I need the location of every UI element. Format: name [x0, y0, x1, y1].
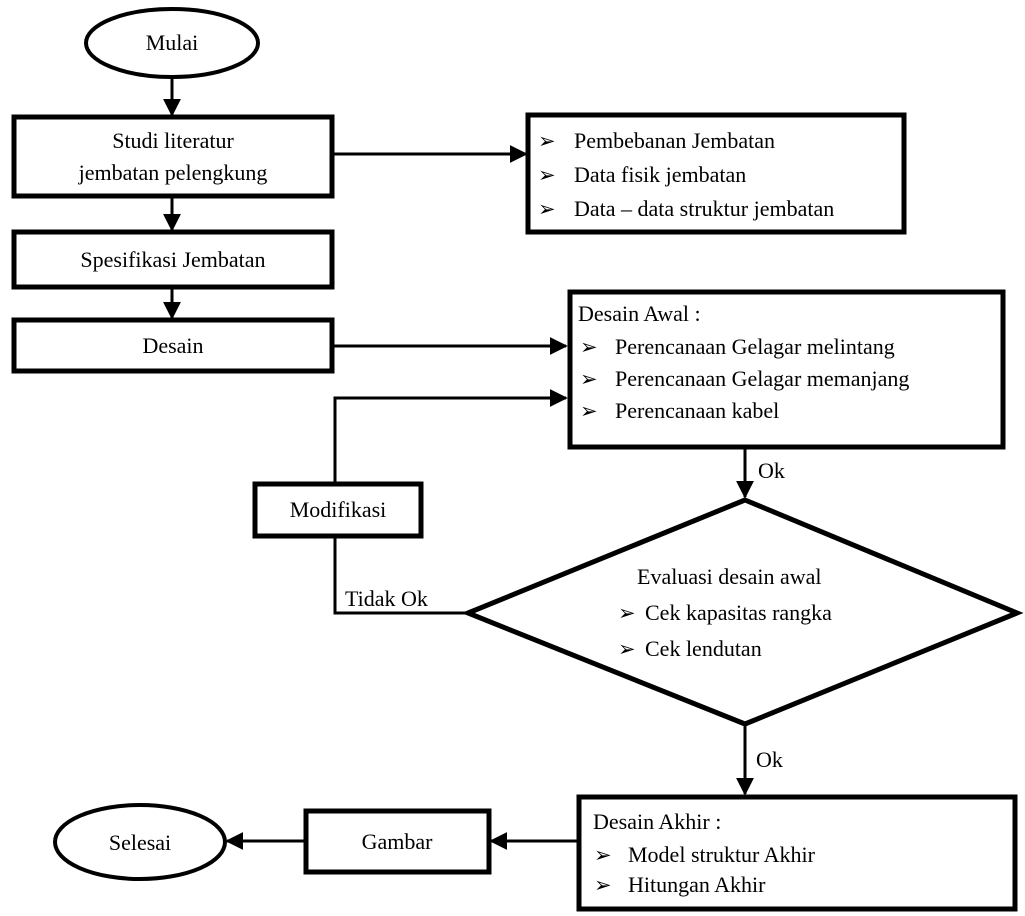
line-evaluation-to-modification — [333, 536, 468, 615]
final-design-title: Desain Akhir : — [593, 809, 721, 834]
literature-note-item: Data fisik jembatan — [574, 162, 746, 187]
literature-notes-box — [525, 112, 907, 235]
literature-note-bullet: ➢ — [538, 163, 556, 187]
modification-label: Modifikasi — [290, 497, 387, 522]
evaluation-bullet: ➢ — [618, 637, 636, 661]
bridge-spec-label: Spesifikasi Jembatan — [80, 247, 265, 272]
evaluation-item: Cek kapasitas rangka — [645, 600, 832, 625]
final-design-box — [576, 794, 1018, 912]
initial-design-item: Perencanaan kabel — [615, 398, 779, 423]
ok-label-evaluation: Ok — [756, 747, 783, 772]
design-box — [11, 317, 335, 374]
design-label: Desain — [142, 333, 203, 358]
initial-design-item: Perencanaan Gelagar memanjang — [615, 366, 909, 391]
not-ok-label: Tidak Ok — [345, 586, 428, 611]
drawing-label: Gambar — [362, 829, 434, 854]
final-design-bullet: ➢ — [594, 843, 612, 867]
initial-design-item: Perencanaan Gelagar melintang — [615, 334, 895, 359]
arrow-modification-to-initial — [333, 389, 568, 484]
ok-label-initial: Ok — [758, 458, 785, 483]
literature-label-line2: jembatan pelengkung — [78, 160, 268, 185]
start-label: Mulai — [146, 30, 199, 55]
initial-design-bullet: ➢ — [580, 335, 598, 359]
literature-study-box — [11, 114, 335, 199]
final-design-item: Model struktur Akhir — [628, 842, 816, 867]
end-label: Selesai — [109, 830, 171, 855]
evaluation-title: Evaluasi desain awal — [637, 564, 822, 589]
end-terminal — [53, 803, 227, 881]
literature-note-item: Data – data struktur jembatan — [574, 196, 834, 221]
literature-note-bullet: ➢ — [538, 197, 556, 221]
modification-box — [252, 481, 424, 539]
literature-note-bullet: ➢ — [538, 129, 556, 153]
initial-design-box — [567, 289, 1006, 450]
evaluation-item: Cek lendutan — [645, 636, 762, 661]
final-design-item: Hitungan Akhir — [628, 872, 766, 897]
literature-note-item: Pembebanan Jembatan — [574, 128, 775, 153]
initial-design-title: Desain Awal : — [578, 301, 701, 326]
evaluation-bullet: ➢ — [618, 601, 636, 625]
initial-design-bullet: ➢ — [580, 367, 598, 391]
initial-design-bullet: ➢ — [580, 399, 598, 423]
bridge-spec-box — [11, 229, 335, 290]
drawing-box — [303, 808, 492, 875]
literature-label-line1: Studi literatur — [112, 128, 234, 153]
final-design-bullet: ➢ — [594, 873, 612, 897]
